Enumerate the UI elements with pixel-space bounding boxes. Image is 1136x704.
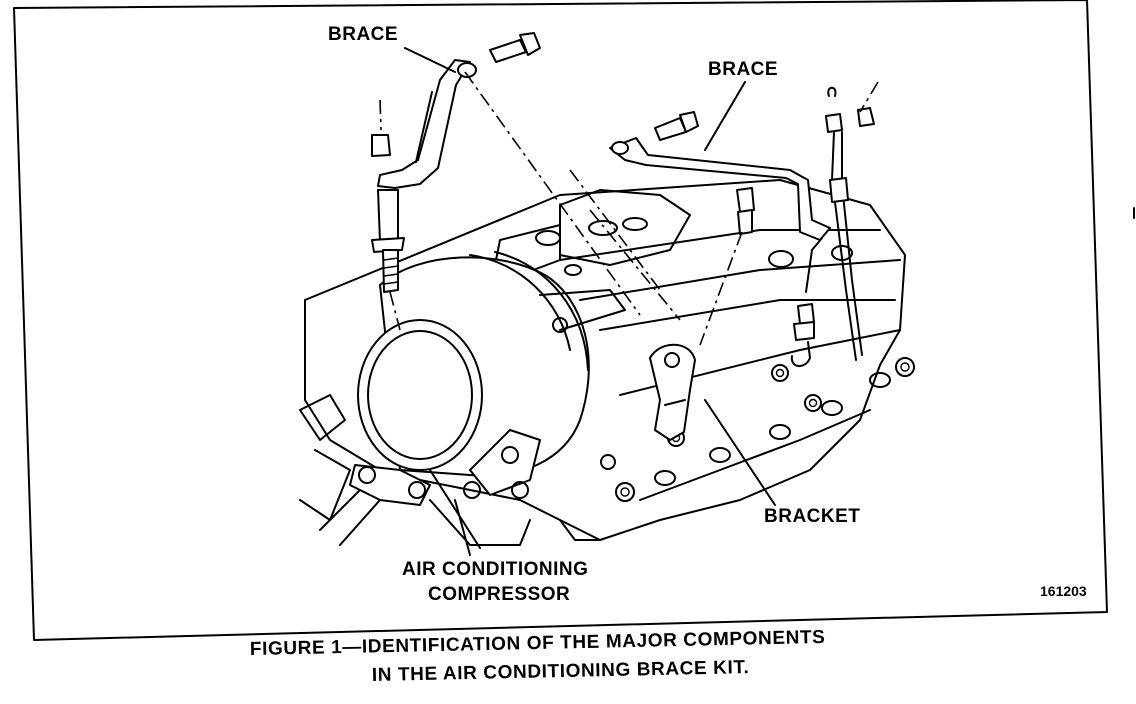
label-compressor-line2: COMPRESSOR xyxy=(428,584,570,605)
label-brace-right: BRACE xyxy=(708,59,778,80)
sensor-cable xyxy=(790,81,879,367)
figure-border xyxy=(13,0,1108,641)
ac-compressor xyxy=(299,251,626,546)
leader-lines xyxy=(404,47,776,556)
label-brace-left: BRACE xyxy=(328,24,398,45)
left-brace xyxy=(371,32,641,331)
figure-number: 161203 xyxy=(1040,583,1087,599)
label-bracket: BRACKET xyxy=(764,506,860,527)
caption-line2: IN THE AIR CONDITIONING BRACE KIT. xyxy=(372,657,750,686)
label-compressor-line1: AIR CONDITIONING xyxy=(402,559,588,580)
bracket xyxy=(649,187,755,441)
right-brace xyxy=(569,111,831,321)
